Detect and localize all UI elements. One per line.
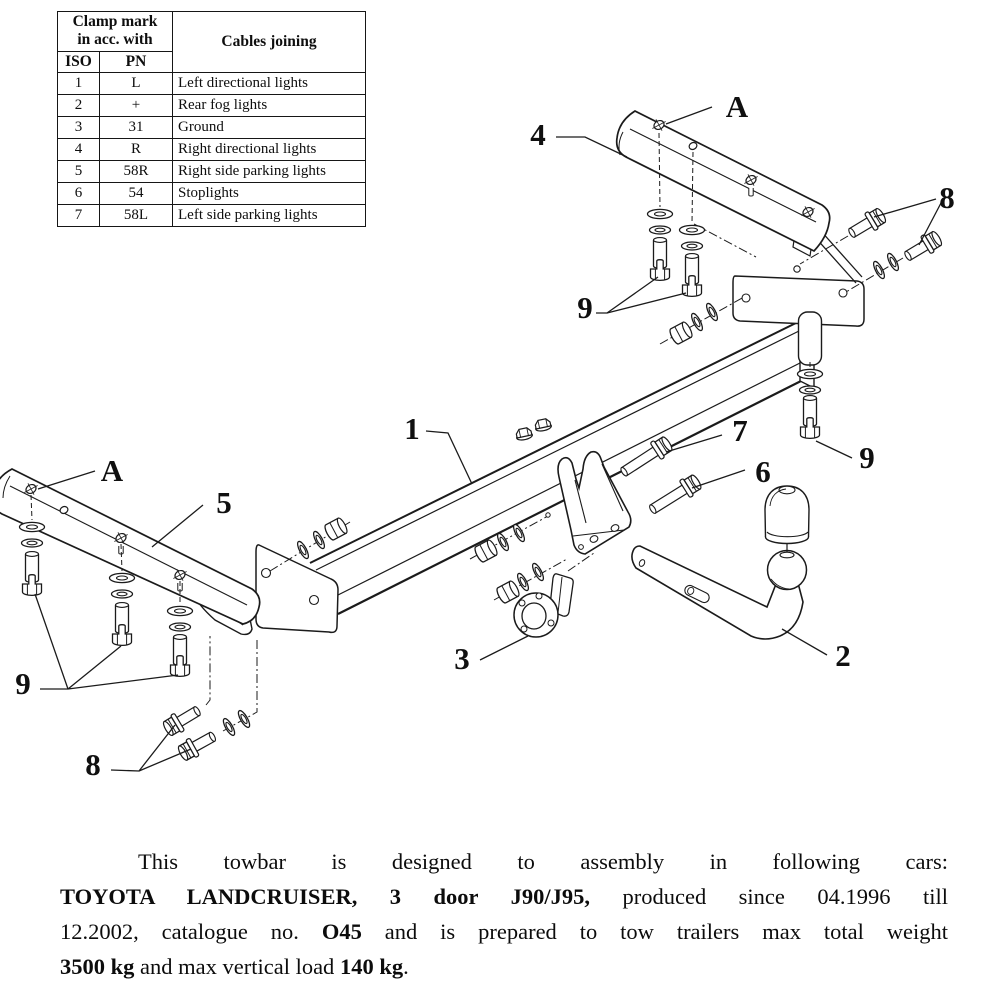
beam-fastener-groups (469, 417, 568, 605)
part-label-5: 5 (216, 485, 232, 520)
part-label-9-right: 9 (859, 440, 875, 475)
iso-header: ISO (57, 50, 100, 73)
part-label-3: 3 (454, 641, 470, 676)
socket-plate (513, 552, 595, 638)
leader-lines (34, 106, 942, 772)
cables-joining-header: Cables joining (172, 11, 366, 73)
text-segment: . (403, 954, 409, 979)
bolt-head (533, 417, 553, 433)
table-header-row: Clamp mark in acc. with Cables joining (57, 11, 366, 73)
pn-header: PN (99, 50, 173, 73)
text-segment: This towbar is designed to assembly in f… (138, 849, 948, 874)
catalogue-number-text: O45 (321, 919, 362, 944)
description-paragraph: This towbar is designed to assembly in f… (60, 844, 948, 984)
paragraph-line: 3500 kg and max vertical load 140 kg. (60, 949, 948, 984)
left-bracket-assembly (0, 468, 351, 764)
ball-mount-bracket (557, 450, 632, 555)
part-label-9-top: 9 (577, 290, 593, 325)
part-label-6: 6 (755, 454, 771, 489)
paragraph-line: 12.2002, catalogue no. O45 and is prepar… (60, 914, 948, 949)
text-segment: 12.2002, catalogue no. (60, 919, 322, 944)
part-label-1: 1 (404, 411, 420, 446)
cables-cell: Right directional lights (172, 137, 366, 161)
cables-cell: Stoplights (172, 181, 366, 205)
mounting-plate (732, 275, 865, 327)
bolt-8 (175, 726, 220, 764)
beam-end-tab (797, 311, 823, 366)
ball-cover-cap (764, 485, 810, 545)
right-bracket-assembly (615, 110, 945, 366)
tow-ball-arm (631, 485, 810, 640)
pn-cell: 58L (99, 203, 173, 227)
max-weight-text: 3500 kg (60, 954, 135, 979)
bracket-bar-4 (615, 110, 831, 253)
part-label-A-left: A (101, 453, 124, 488)
bolt-8 (844, 204, 889, 244)
bolt-8 (900, 227, 945, 267)
table-subheader-row: ISO PN (57, 50, 366, 73)
wiring-table: Clamp mark in acc. with Cables joining I… (57, 11, 366, 227)
right-end-stack (796, 362, 824, 440)
paragraph-line: This towbar is designed to assembly in f… (60, 844, 948, 879)
bolt-8 (160, 700, 205, 740)
paragraph-line: TOYOTA LANDCRUISER, 3 door J90/J95, prod… (60, 879, 948, 914)
clamp-mark-header: Clamp mark in acc. with (57, 11, 173, 52)
part-label-7: 7 (732, 413, 748, 448)
nut (494, 579, 522, 605)
arm-slot (684, 584, 710, 604)
table-row: 2+Rear fog lights (57, 93, 366, 117)
part-label-4: 4 (530, 117, 546, 152)
cables-cell: Rear fog lights (172, 93, 366, 117)
part-label-8-top: 8 (939, 180, 955, 215)
part-label-9-left: 9 (15, 666, 31, 701)
part-labels: A 4 8 9 1 7 6 9 A 5 2 3 9 8 (15, 89, 955, 782)
part-label-8-bottom: 8 (85, 747, 101, 782)
vehicle-model-text: TOYOTA LANDCRUISER, 3 door J90/J95, (60, 884, 590, 909)
text-segment: produced since 04.1996 till (590, 884, 948, 909)
text-segment: and max vertical load (134, 954, 340, 979)
part-label-2: 2 (835, 638, 851, 673)
cables-cell: Right side parking lights (172, 159, 366, 183)
bolt-head (514, 426, 534, 442)
clamp-mark-line2: in acc. with (77, 31, 153, 49)
text-segment: and is prepared to tow trailers max tota… (361, 919, 949, 944)
part-label-A-top: A (726, 89, 749, 124)
clamp-mark-line1: Clamp mark (72, 13, 158, 30)
cables-cell: Left side parking lights (172, 203, 366, 227)
max-vertical-load-text: 140 kg (339, 954, 404, 979)
bolt-6 (644, 471, 705, 520)
